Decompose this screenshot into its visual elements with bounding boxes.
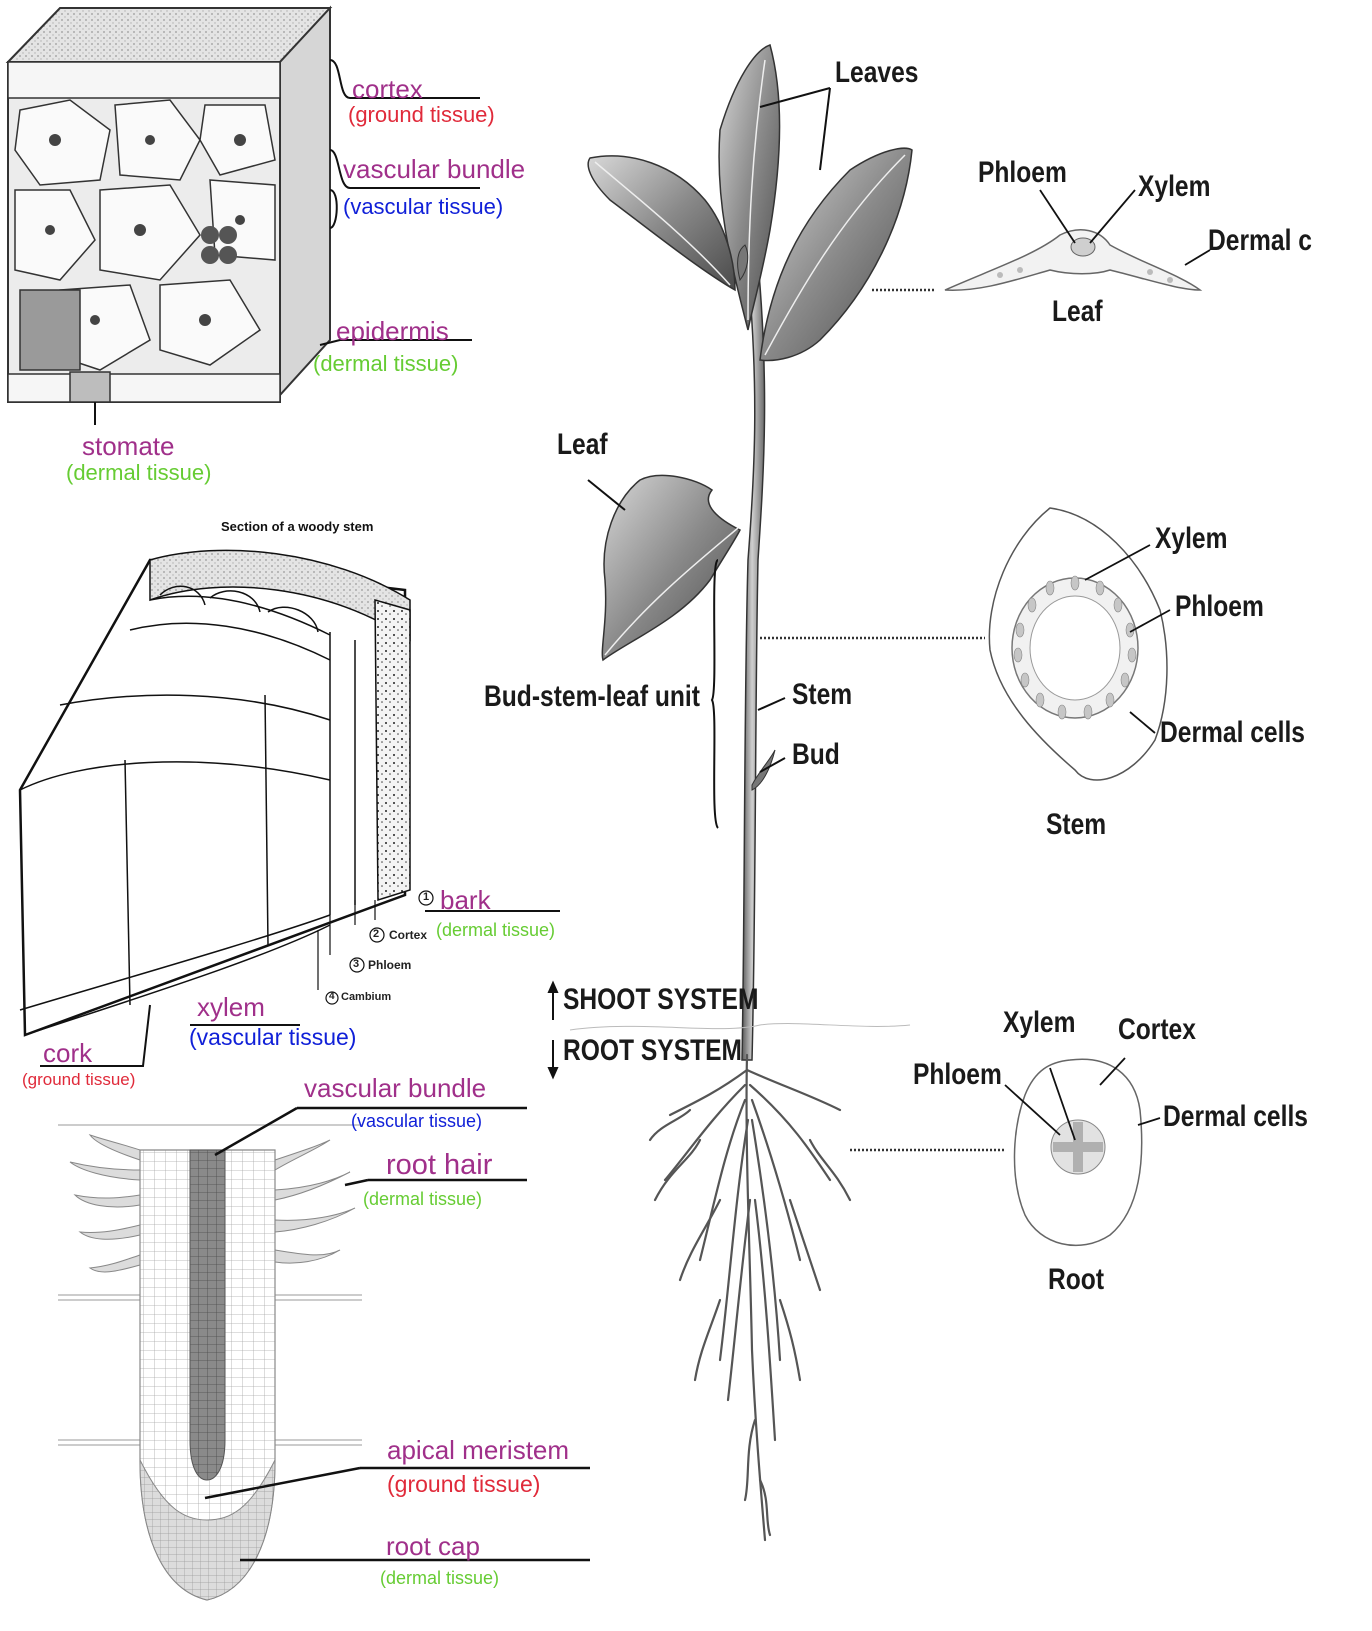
vascular-bundle-root-tissue-label: (vascular tissue) (351, 1112, 482, 1130)
stem-section-title: Stem (1046, 810, 1106, 840)
stem-phloem-label: Phloem (1175, 592, 1264, 622)
xylem-tissue-label: (vascular tissue) (189, 1026, 356, 1049)
vascular-bundle-top-label: vascular bundle (343, 156, 525, 182)
leaf-section-title: Leaf (1052, 297, 1103, 327)
leaves-label: Leaves (835, 58, 918, 88)
root-tip-illustration (58, 1125, 362, 1600)
leaf-label: Leaf (557, 430, 608, 460)
bark-tissue-label: (dermal tissue) (436, 921, 555, 939)
root-section-title: Root (1048, 1265, 1104, 1295)
plant-illustration (570, 45, 912, 1540)
bud-stem-leaf-unit-label: Bud-stem-leaf unit (484, 682, 700, 712)
root-hair-label: root hair (386, 1151, 492, 1180)
cork-tissue-label: (ground tissue) (22, 1071, 135, 1088)
stomate-tissue-label: (dermal tissue) (66, 462, 211, 484)
number-4: 4 (329, 992, 335, 1002)
root-hair-tissue-label: (dermal tissue) (363, 1190, 482, 1208)
woody-phloem-label: Phloem (368, 959, 411, 971)
root-phloem-label: Phloem (913, 1060, 1002, 1090)
stem-xylem-label: Xylem (1155, 524, 1227, 554)
epidermis-tissue-label: (dermal tissue) (313, 353, 458, 375)
root-dermal-label: Dermal cells (1163, 1102, 1308, 1132)
root-cap-label: root cap (386, 1533, 480, 1559)
leaf-dermal-label: Dermal c (1208, 226, 1312, 256)
xylem-label: xylem (197, 994, 265, 1020)
root-system-label: ROOT SYSTEM (563, 1036, 742, 1066)
apical-meristem-label: apical meristem (387, 1437, 569, 1463)
shoot-system-label: SHOOT SYSTEM (563, 985, 758, 1015)
apical-meristem-tissue-label: (ground tissue) (387, 1473, 540, 1496)
leaf-phloem-label: Phloem (978, 158, 1067, 188)
root-cortex-label: Cortex (1118, 1015, 1196, 1045)
cortex-tissue-label: (ground tissue) (348, 104, 495, 126)
root-cap-tissue-label: (dermal tissue) (380, 1569, 499, 1587)
stomate-label: stomate (82, 433, 175, 459)
woody-cortex-label: Cortex (389, 929, 427, 941)
vascular-bundle-root-label: vascular bundle (304, 1075, 486, 1101)
number-2: 2 (373, 929, 379, 940)
number-3: 3 (353, 959, 359, 970)
tissue-block-illustration (8, 8, 330, 402)
woody-stem-title: Section of a woody stem (221, 520, 373, 533)
stem-label: Stem (792, 680, 852, 710)
stem-cross-section (989, 508, 1167, 780)
root-cross-section (1014, 1059, 1141, 1245)
number-1: 1 (423, 892, 429, 903)
woody-cambium-label: Cambium (341, 992, 391, 1003)
root-xylem-label: Xylem (1003, 1008, 1075, 1038)
leaf-xylem-label: Xylem (1138, 172, 1210, 202)
vascular-bundle-top-tissue-label: (vascular tissue) (343, 196, 503, 218)
bud-label: Bud (792, 740, 840, 770)
bark-label: bark (440, 887, 491, 913)
cork-label: cork (43, 1040, 92, 1066)
epidermis-label: epidermis (336, 318, 449, 344)
cortex-label: cortex (352, 76, 423, 102)
stem-dermal-label: Dermal cells (1160, 718, 1305, 748)
